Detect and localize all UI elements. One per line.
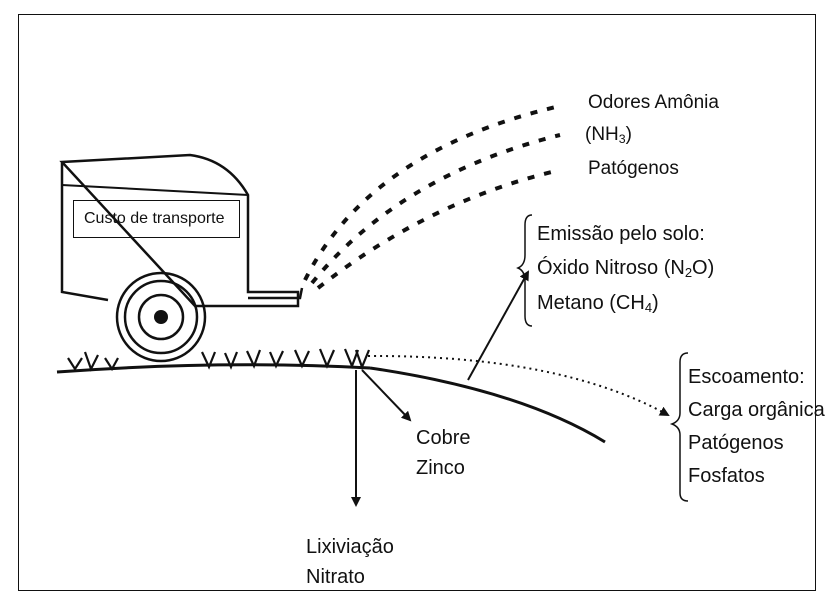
runoff-arrow bbox=[367, 354, 670, 416]
trailer-wheel bbox=[115, 271, 207, 363]
transport-cost-box: Custo de transporte bbox=[73, 200, 240, 238]
spray-stream-1 bbox=[303, 104, 561, 281]
trailer-roof-line bbox=[61, 184, 249, 196]
runoff-bracket bbox=[669, 352, 689, 502]
transport-cost-label: Custo de transporte bbox=[84, 210, 225, 227]
emission-arrow bbox=[467, 270, 529, 381]
grass-tufts bbox=[67, 348, 371, 372]
trailer-body bbox=[59, 153, 300, 308]
emission-n2o-label: Óxido Nitroso (N2O) bbox=[537, 257, 715, 280]
emission-bracket bbox=[516, 214, 533, 327]
spray-odor-label: Odores Amônia bbox=[588, 92, 719, 113]
spray-stream-3 bbox=[316, 168, 561, 290]
runoff-item-phosphates: Fosfatos bbox=[688, 465, 765, 487]
emission-title: Emissão pelo solo: bbox=[537, 223, 705, 245]
emission-ch4-label: Metano (CH4) bbox=[537, 292, 659, 315]
metals-arrow bbox=[361, 369, 412, 422]
runoff-title: Escoamento: bbox=[688, 366, 805, 388]
ground-line bbox=[56, 363, 371, 374]
diagram-frame bbox=[18, 14, 816, 591]
runoff-item-organic-load: Carga orgânica bbox=[688, 399, 825, 421]
metals-copper-label: Cobre bbox=[416, 427, 471, 449]
slope-line bbox=[369, 366, 606, 444]
trailer-hitch bbox=[248, 287, 304, 300]
leaching-nitrate-label: Nitrato bbox=[306, 566, 365, 588]
leaching-label: Lixiviação bbox=[306, 536, 394, 558]
runoff-item-pathogens: Patógenos bbox=[688, 432, 784, 454]
spray-streams bbox=[303, 104, 561, 290]
spray-stream-2 bbox=[310, 133, 561, 285]
spray-pathogens-label: Patógenos bbox=[588, 158, 679, 179]
metals-zinc-label: Zinco bbox=[416, 457, 465, 479]
spray-ammonia-label: (NH3) bbox=[585, 124, 632, 146]
